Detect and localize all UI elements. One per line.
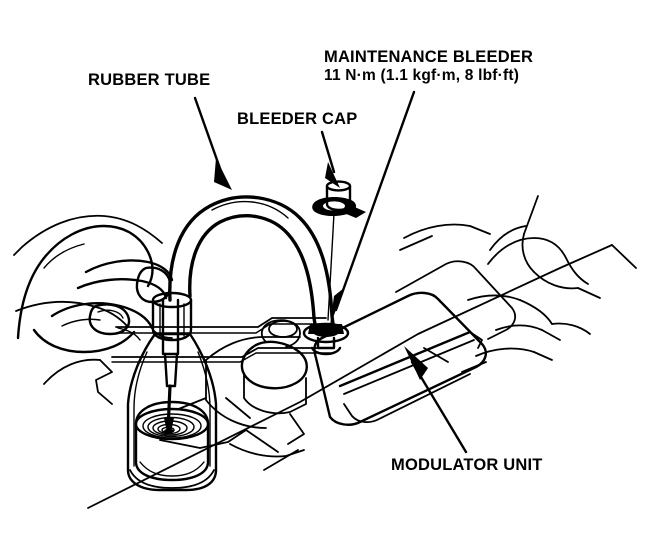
callout-label-modulator-unit: MODULATOR UNIT xyxy=(391,456,543,474)
modulator-seam xyxy=(338,330,483,395)
callout-label-maintenance-bleeder: MAINTENANCE BLEEDER 11 N·m (1.1 kgf·m, 8… xyxy=(324,48,533,86)
bleeder-nipple xyxy=(302,322,350,356)
leader-bleeder-cap xyxy=(320,130,340,188)
leader-maintenance-bleeder xyxy=(330,90,416,326)
callout-label-rubber-tube: RUBBER TUBE xyxy=(88,71,211,89)
maintenance-bleeder-title: MAINTENANCE BLEEDER xyxy=(324,48,534,66)
background-engine-bay xyxy=(13,195,637,509)
bleeder-cap xyxy=(312,180,366,321)
hand xyxy=(16,224,174,354)
maintenance-bleeder-torque-spec: 11 N·m (1.1 kgf·m, 8 lbf·ft) xyxy=(324,67,520,85)
rubber-tube xyxy=(168,195,336,334)
leader-modulator-unit xyxy=(404,346,468,454)
leader-rubber-tube xyxy=(193,96,232,190)
callout-leaders xyxy=(193,90,468,454)
callout-label-bleeder-cap: BLEEDER CAP xyxy=(237,110,358,128)
tube-in-bottle xyxy=(161,298,180,434)
